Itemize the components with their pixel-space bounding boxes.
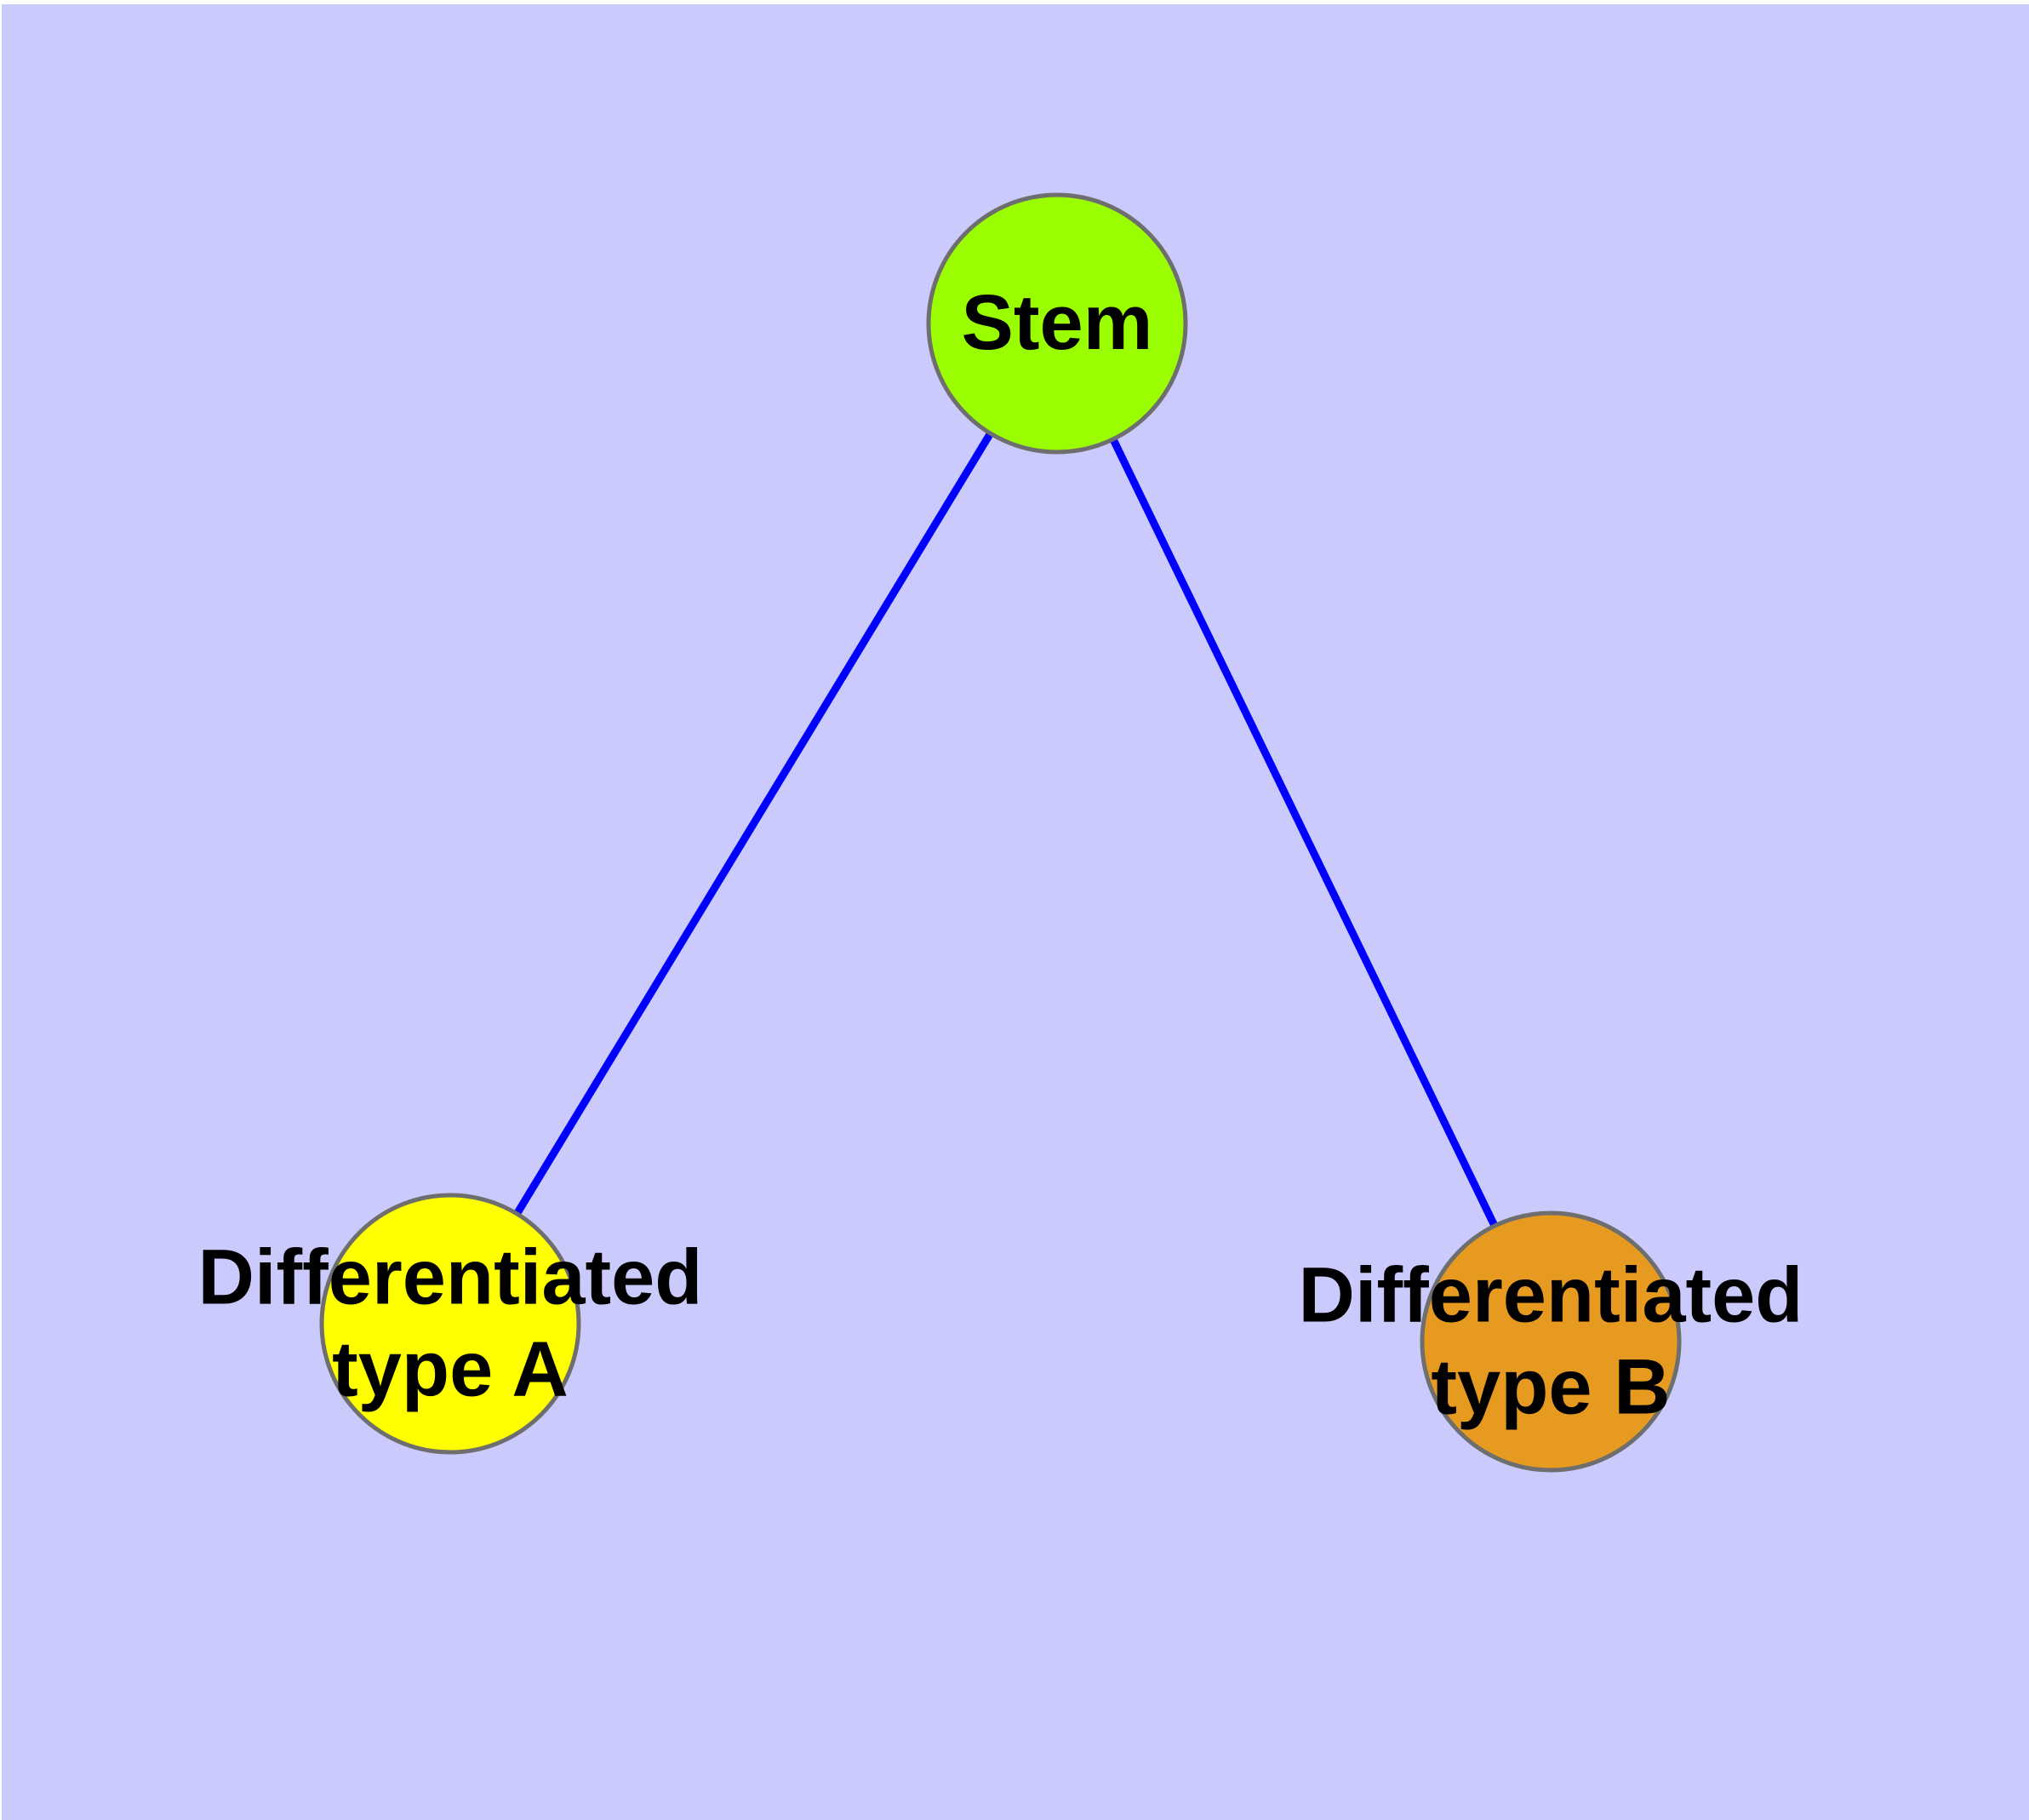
node-typea-circle xyxy=(319,1193,581,1455)
node-stem-label: Stem xyxy=(961,279,1153,367)
node-typea-label: Differentiated type A xyxy=(197,1233,703,1412)
graph-svg xyxy=(319,192,1682,1473)
edge-stem-to-typeB xyxy=(1053,322,1555,1343)
plot-canvas: Stem Differentiated type A Differentiate… xyxy=(2,4,2029,1820)
node-stem-circle xyxy=(926,192,1188,455)
node-typeb-circle xyxy=(1420,1210,1682,1473)
node-typeb-label: Differentiated type B xyxy=(1298,1251,1803,1430)
edge-stem-to-typeA xyxy=(447,321,1060,1326)
